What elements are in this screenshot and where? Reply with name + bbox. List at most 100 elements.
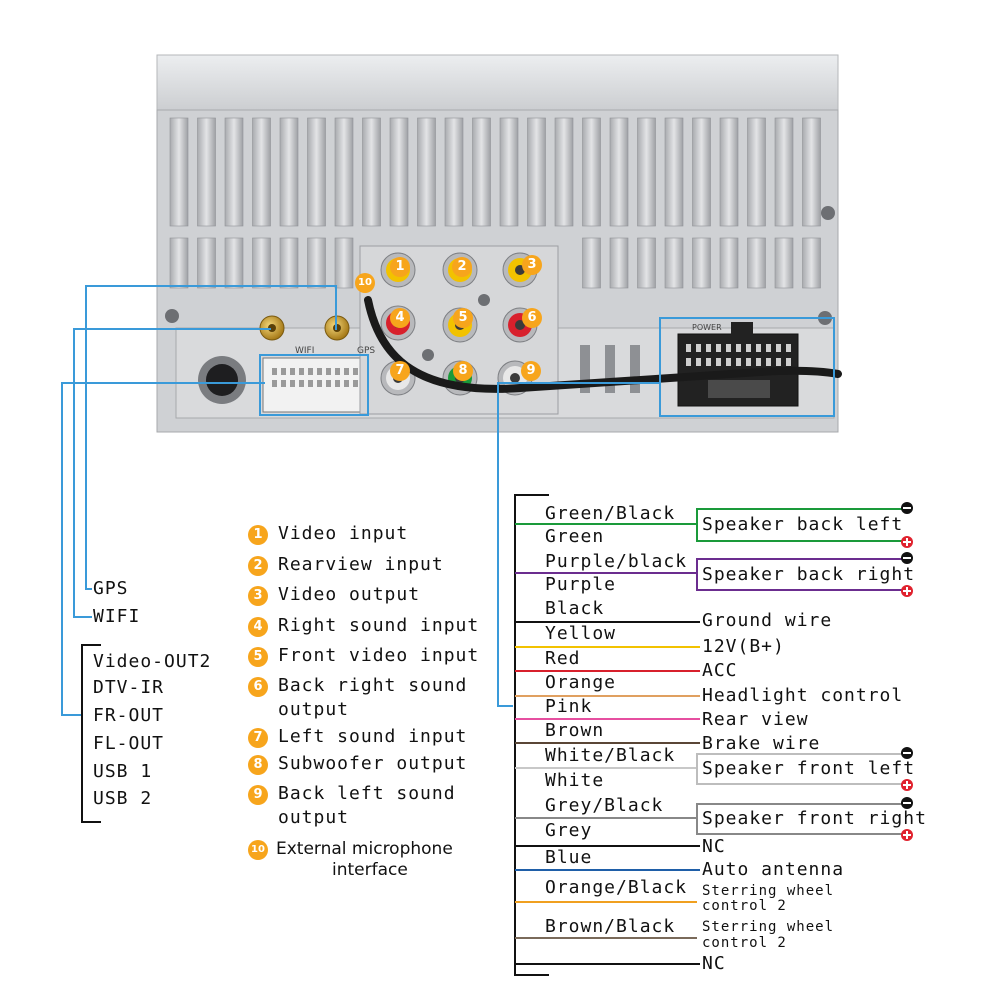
unit-wifi-label: WIFI <box>295 346 314 356</box>
pin <box>299 380 304 387</box>
plus-terminal-icon <box>901 829 913 841</box>
wire-brown-black: Brown/Black <box>545 916 676 937</box>
heatsink-fins-lower <box>169 237 821 289</box>
fin <box>637 237 656 289</box>
legend-text-9b: output <box>278 807 350 828</box>
fin <box>307 117 326 227</box>
rca-badge-9: 9 <box>521 361 541 381</box>
usb2-label: USB 2 <box>93 788 153 809</box>
fin <box>802 117 821 227</box>
power-pin <box>726 344 731 352</box>
power-pin <box>736 358 741 366</box>
legend-text-1: Video input <box>278 523 409 544</box>
wire-white-black: White/Black <box>545 745 676 766</box>
gps-label: GPS <box>93 578 129 599</box>
plus-terminal-icon <box>901 536 913 548</box>
leader-lines <box>61 285 835 716</box>
fin <box>417 117 436 227</box>
pin <box>308 380 313 387</box>
legend-text-5: Front video input <box>278 645 480 666</box>
wire-purple: Purple <box>545 574 617 595</box>
fin <box>664 237 684 289</box>
func-steering-2b: control 2 <box>702 935 787 951</box>
video-out2-label: Video-OUT2 <box>93 651 212 672</box>
minus-terminal-icon <box>901 552 913 564</box>
fin <box>169 237 189 289</box>
heatsink-fins <box>169 117 821 227</box>
power-pin <box>716 344 721 352</box>
unit-top-plate <box>156 54 839 116</box>
pin <box>281 368 286 375</box>
power-pin <box>786 358 791 366</box>
func-speaker-front-right: Speaker front right <box>702 808 927 829</box>
rca-badge-3: 3 <box>522 255 542 275</box>
power-pin <box>736 344 741 352</box>
rca-badge-1: 1 <box>390 257 410 277</box>
pin <box>317 368 322 375</box>
legend-text-4: Right sound input <box>278 615 480 636</box>
connector-leader <box>61 382 265 716</box>
head-unit-rear: WIFI GPS POWER <box>156 54 842 433</box>
minus-terminal-icon <box>901 502 913 514</box>
legend-text-10a: External microphone <box>276 839 453 859</box>
wifi-leader <box>73 328 271 618</box>
fin <box>252 117 271 227</box>
wire-green: Green <box>545 526 605 547</box>
wire-pink: Pink <box>545 696 593 717</box>
multi-pin-connector <box>262 357 366 413</box>
fin <box>582 117 601 227</box>
legend-text-10b: interface <box>332 860 408 880</box>
func-speaker-back-left: Speaker back left <box>702 514 904 535</box>
fin <box>527 117 546 227</box>
usb1-label: USB 1 <box>93 761 153 782</box>
power-pins <box>686 344 791 366</box>
power-pin <box>706 358 711 366</box>
legend-badge-1: 1 <box>248 525 268 545</box>
minus-terminal-icon <box>901 747 913 759</box>
func-rear-view: Rear view <box>702 709 809 730</box>
pin <box>344 368 349 375</box>
fin <box>802 237 821 289</box>
power-pin <box>696 344 701 352</box>
legend-text-6a: Back right sound <box>278 675 468 696</box>
rca-badge-2: 2 <box>452 257 472 277</box>
legend-badge-5: 5 <box>248 647 268 667</box>
terminals <box>901 502 913 841</box>
fin <box>334 237 354 289</box>
wire-brown: Brown <box>545 720 605 741</box>
pin <box>353 380 358 387</box>
legend-text-7: Left sound input <box>278 726 468 747</box>
fin <box>197 117 216 227</box>
wire-red: Red <box>545 648 581 669</box>
legend-text-9a: Back left sound <box>278 783 456 804</box>
wire-green-black: Green/Black <box>545 503 676 524</box>
legend-badge-10: 10 <box>248 840 268 860</box>
pin <box>317 380 322 387</box>
fin <box>224 117 244 227</box>
wire-grey-black: Grey/Black <box>545 795 664 816</box>
power-pin <box>776 344 781 352</box>
wire-yellow: Yellow <box>545 623 617 644</box>
legend-badge-6: 6 <box>248 677 268 697</box>
rca-badge-7: 7 <box>390 361 410 381</box>
pin <box>272 368 277 375</box>
speaker-back-left-box <box>696 508 906 542</box>
power-pin <box>766 358 771 366</box>
fin <box>554 117 574 227</box>
fin <box>747 237 766 289</box>
fin <box>664 117 684 227</box>
func-nc-2: NC <box>702 953 726 974</box>
rca-badge-5: 5 <box>453 308 473 328</box>
fin <box>582 237 601 289</box>
rca-badge-10: 10 <box>355 273 375 293</box>
power-pin <box>696 358 701 366</box>
connector-pins <box>272 368 358 387</box>
power-pin <box>726 358 731 366</box>
legend-badge-3: 3 <box>248 586 268 606</box>
power-pin <box>766 344 771 352</box>
fin <box>692 117 711 227</box>
dtv-ir-label: DTV-IR <box>93 677 165 698</box>
legend-badge-8: 8 <box>248 755 268 775</box>
speaker-back-right-box <box>696 558 906 591</box>
pin <box>290 380 295 387</box>
